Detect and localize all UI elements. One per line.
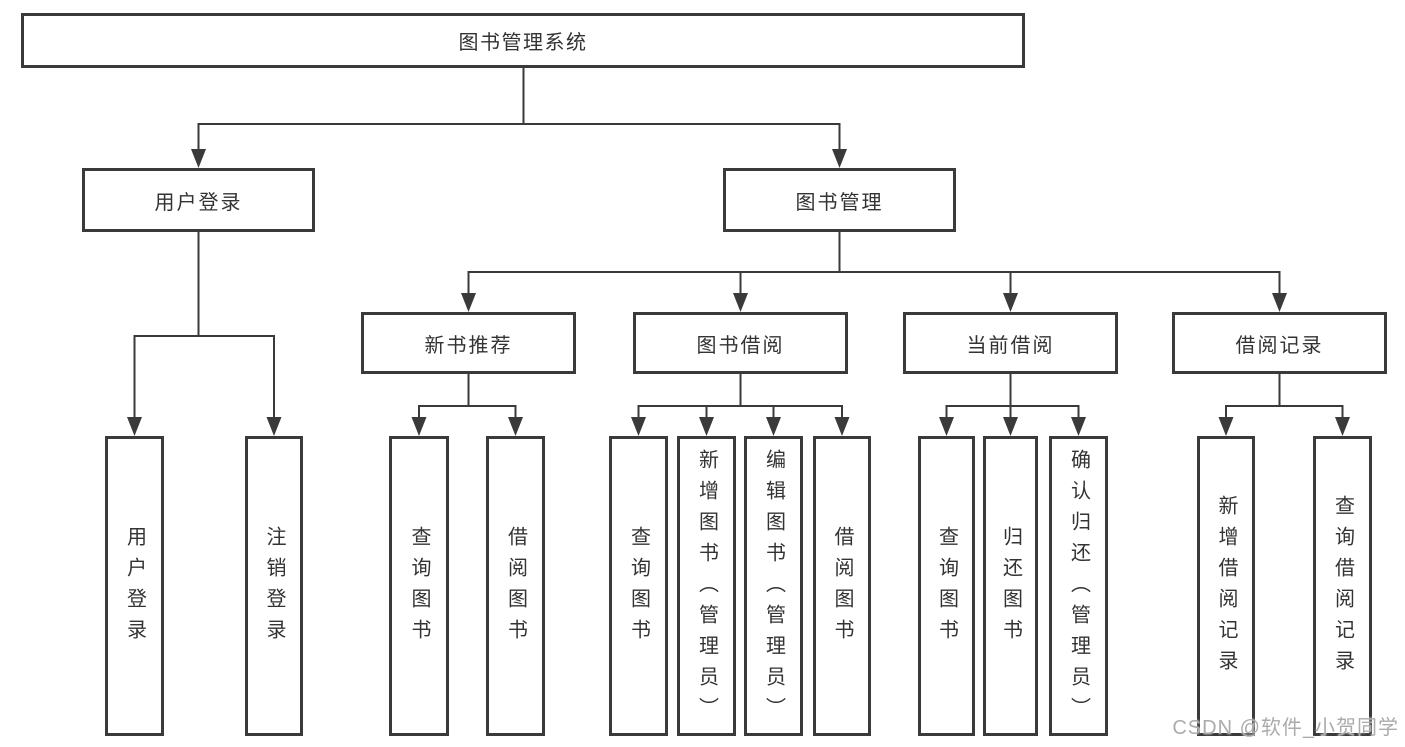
node-new-book-recommend: 新书推荐 xyxy=(361,312,576,374)
leaf-borrowing-edit-books-admin: 编辑图书（管理员） xyxy=(744,436,803,736)
node-root-system: 图书管理系统 xyxy=(21,13,1025,68)
leaf-borrowing-query-books: 查询图书 xyxy=(609,436,668,736)
leaf-records-query-record: 查询借阅记录 xyxy=(1313,436,1372,736)
leaf-logout: 注销登录 xyxy=(245,436,303,736)
leaf-user-login: 用户登录 xyxy=(105,436,164,736)
node-book-management: 图书管理 xyxy=(723,168,956,232)
leaf-recommend-borrow-books: 借阅图书 xyxy=(486,436,545,736)
node-borrowing-records: 借阅记录 xyxy=(1172,312,1387,374)
leaf-current-return-books: 归还图书 xyxy=(983,436,1038,736)
leaf-borrowing-borrow-books: 借阅图书 xyxy=(813,436,871,736)
leaf-records-add-record: 新增借阅记录 xyxy=(1197,436,1255,736)
leaf-borrowing-add-books-admin: 新增图书（管理员） xyxy=(677,436,736,736)
node-book-borrowing: 图书借阅 xyxy=(633,312,848,374)
leaf-current-query-books: 查询图书 xyxy=(918,436,975,736)
node-user-login-group: 用户登录 xyxy=(82,168,315,232)
leaf-current-confirm-return-admin: 确认归还（管理员） xyxy=(1049,436,1108,736)
node-current-borrowing: 当前借阅 xyxy=(903,312,1118,374)
leaf-recommend-query-books: 查询图书 xyxy=(389,436,449,736)
csdn-watermark: CSDN @软件_小贺同学 xyxy=(1172,717,1399,739)
